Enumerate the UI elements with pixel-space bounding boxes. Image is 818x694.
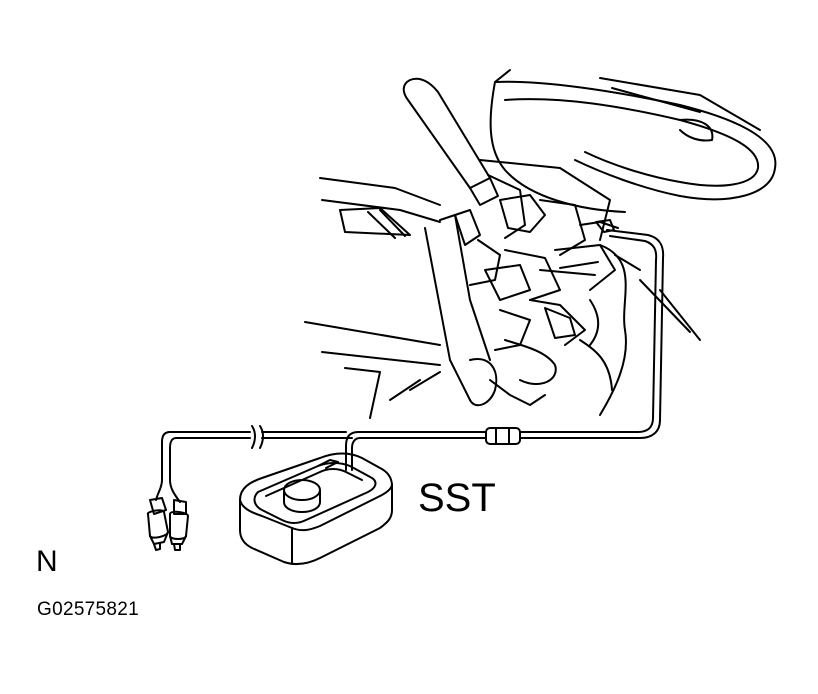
sst-label: SST	[418, 476, 496, 520]
figure-code-label: G02575821	[37, 599, 140, 620]
view-letter-label: N	[36, 545, 58, 578]
steering-column	[425, 160, 640, 415]
dashboard-lines	[305, 78, 760, 418]
sst-wire-harness	[156, 230, 663, 502]
sst-box	[240, 454, 392, 565]
test-lead-plugs	[148, 498, 188, 550]
combination-switch-lever	[404, 79, 498, 205]
steering-wheel	[491, 70, 776, 212]
